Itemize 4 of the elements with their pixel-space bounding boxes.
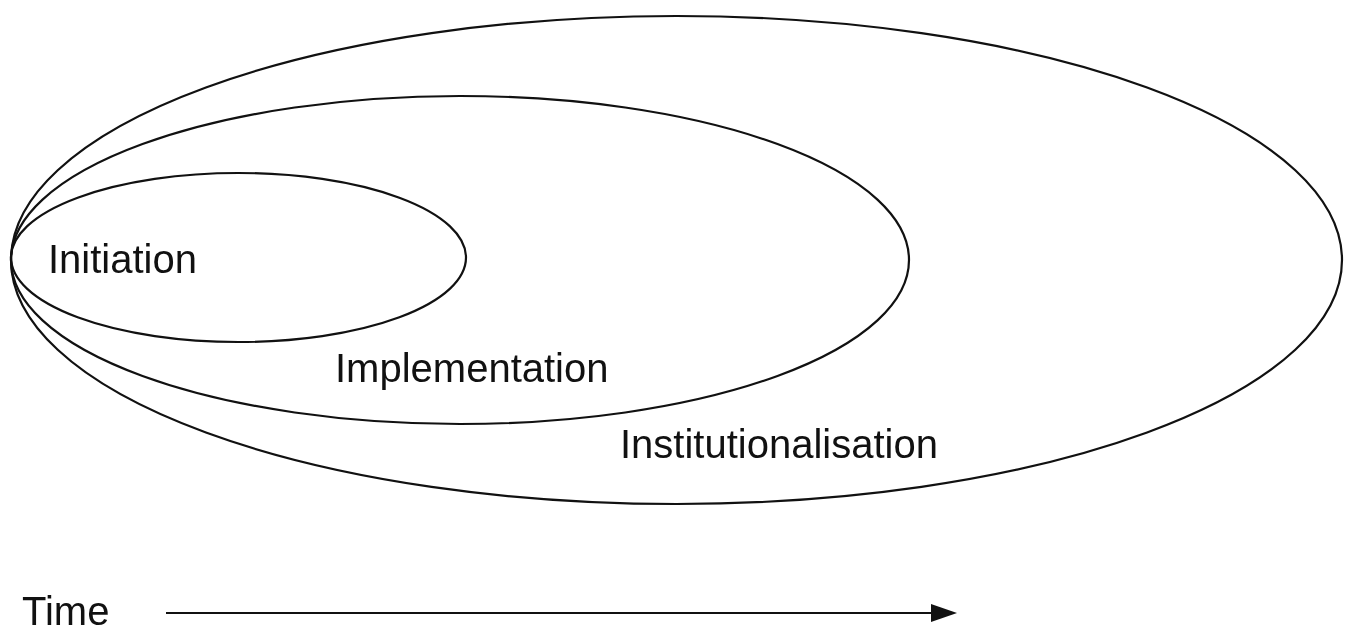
axis-label: Time (22, 588, 110, 631)
phase-label: Implementation (335, 345, 609, 391)
phase-label: Initiation (48, 236, 197, 282)
phase-label: Institutionalisation (620, 421, 938, 467)
